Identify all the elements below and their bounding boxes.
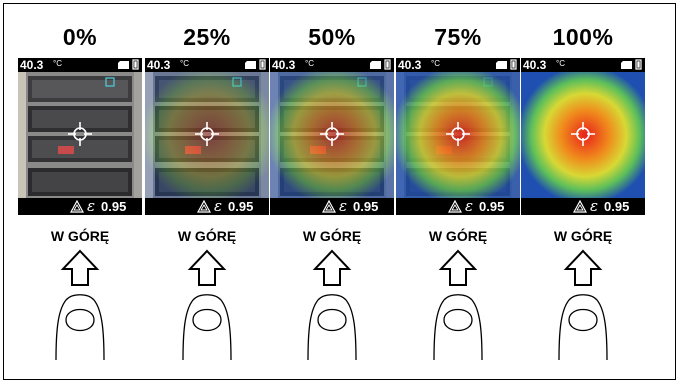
camera-screen: 40.3 °C [270,58,394,215]
screen-bottom-bar: ε 0.95 [18,197,142,215]
emissivity-symbol: ε [87,197,96,215]
direction-label: W GÓRĘ [428,228,488,244]
screen-top-bar: 40.3 °C [18,58,142,72]
emissivity-symbol: ε [339,197,348,215]
camera-screen: 40.3 °C [18,58,142,215]
direction-label: W GÓRĘ [553,228,613,244]
status-icons [370,59,391,70]
screen-top-bar: 40.3 °C [521,58,645,72]
up-arrow-icon [312,249,352,286]
crosshair-icon [320,122,344,146]
emissivity-value: 0.95 [101,199,127,214]
crosshair-icon [68,122,92,146]
direction-label: W GÓRĘ [50,228,110,244]
blend-column: 0% 40.3 °C [18,0,142,383]
up-arrow-icon [187,249,227,286]
sd-card-icon [245,61,256,69]
screen-bottom-bar: ε 0.95 [396,197,520,215]
sd-card-icon [118,61,129,69]
up-arrow-icon [563,249,603,286]
up-arrow-icon [60,249,100,286]
finger-icon [558,294,608,360]
thermal-image [270,72,394,198]
blend-percent-label: 50% [308,24,356,50]
screen-top-bar: 40.3 °C [396,58,520,72]
temperature-readout: 40.3 [147,58,171,72]
camera-screen: 40.3 °C [521,58,645,215]
battery-icon [132,59,139,70]
emissivity-value: 0.95 [228,199,254,214]
crosshair-icon [195,122,219,146]
temperature-unit: °C [53,59,62,68]
crosshair-icon [571,122,595,146]
screen-bottom-bar: ε 0.95 [270,197,394,215]
sd-card-icon [621,61,632,69]
status-icons [621,59,642,70]
screen-bottom-bar: ε 0.95 [145,197,269,215]
finger-icon [182,294,232,360]
warning-triangle-icon [70,200,84,213]
finger-icon [307,294,357,360]
screen-top-bar: 40.3 °C [145,58,269,72]
temperature-readout: 40.3 [523,58,547,72]
emissivity-symbol: ε [590,197,599,215]
screen-top-bar: 40.3 °C [270,58,394,72]
blend-column: 50% 40.3 °C [270,0,394,383]
temperature-readout: 40.3 [272,58,296,72]
thermal-image [396,72,520,198]
warning-triangle-icon [448,200,462,213]
screen-bottom-bar: ε 0.95 [521,197,645,215]
blend-column: 75% 40.3 °C [396,0,520,383]
warning-triangle-icon [573,200,587,213]
direction-label: W GÓRĘ [177,228,237,244]
temperature-unit: °C [556,59,565,68]
camera-screen: 40.3 °C [396,58,520,215]
finger-icon [433,294,483,360]
sd-card-icon [370,61,381,69]
thermal-image [18,72,142,198]
temperature-readout: 40.3 [398,58,422,72]
emissivity-value: 0.95 [353,199,379,214]
battery-icon [510,59,517,70]
status-icons [245,59,266,70]
warning-triangle-icon [197,200,211,213]
battery-icon [259,59,266,70]
temperature-readout: 40.3 [20,58,44,72]
temperature-unit: °C [180,59,189,68]
finger-icon [55,294,105,360]
crosshair-icon [446,122,470,146]
status-icons [496,59,517,70]
battery-icon [384,59,391,70]
temperature-unit: °C [431,59,440,68]
temperature-unit: °C [305,59,314,68]
camera-screen: 40.3 °C [145,58,269,215]
status-icons [118,59,139,70]
sd-card-icon [496,61,507,69]
blend-percent-label: 25% [183,24,231,50]
battery-icon [635,59,642,70]
direction-label: W GÓRĘ [302,228,362,244]
thermal-image [145,72,269,198]
emissivity-value: 0.95 [479,199,505,214]
blend-column: 25% 40.3 °C [145,0,269,383]
emissivity-symbol: ε [465,197,474,215]
blend-column: 100% 40.3 °C [521,0,645,383]
blend-percent-label: 0% [62,24,98,50]
thermal-image [521,72,645,198]
blend-percent-label: 100% [552,24,614,50]
warning-triangle-icon [322,200,336,213]
figure-frame [3,3,676,380]
emissivity-value: 0.95 [604,199,630,214]
up-arrow-icon [438,249,478,286]
emissivity-symbol: ε [214,197,223,215]
blend-percent-label: 75% [434,24,482,50]
